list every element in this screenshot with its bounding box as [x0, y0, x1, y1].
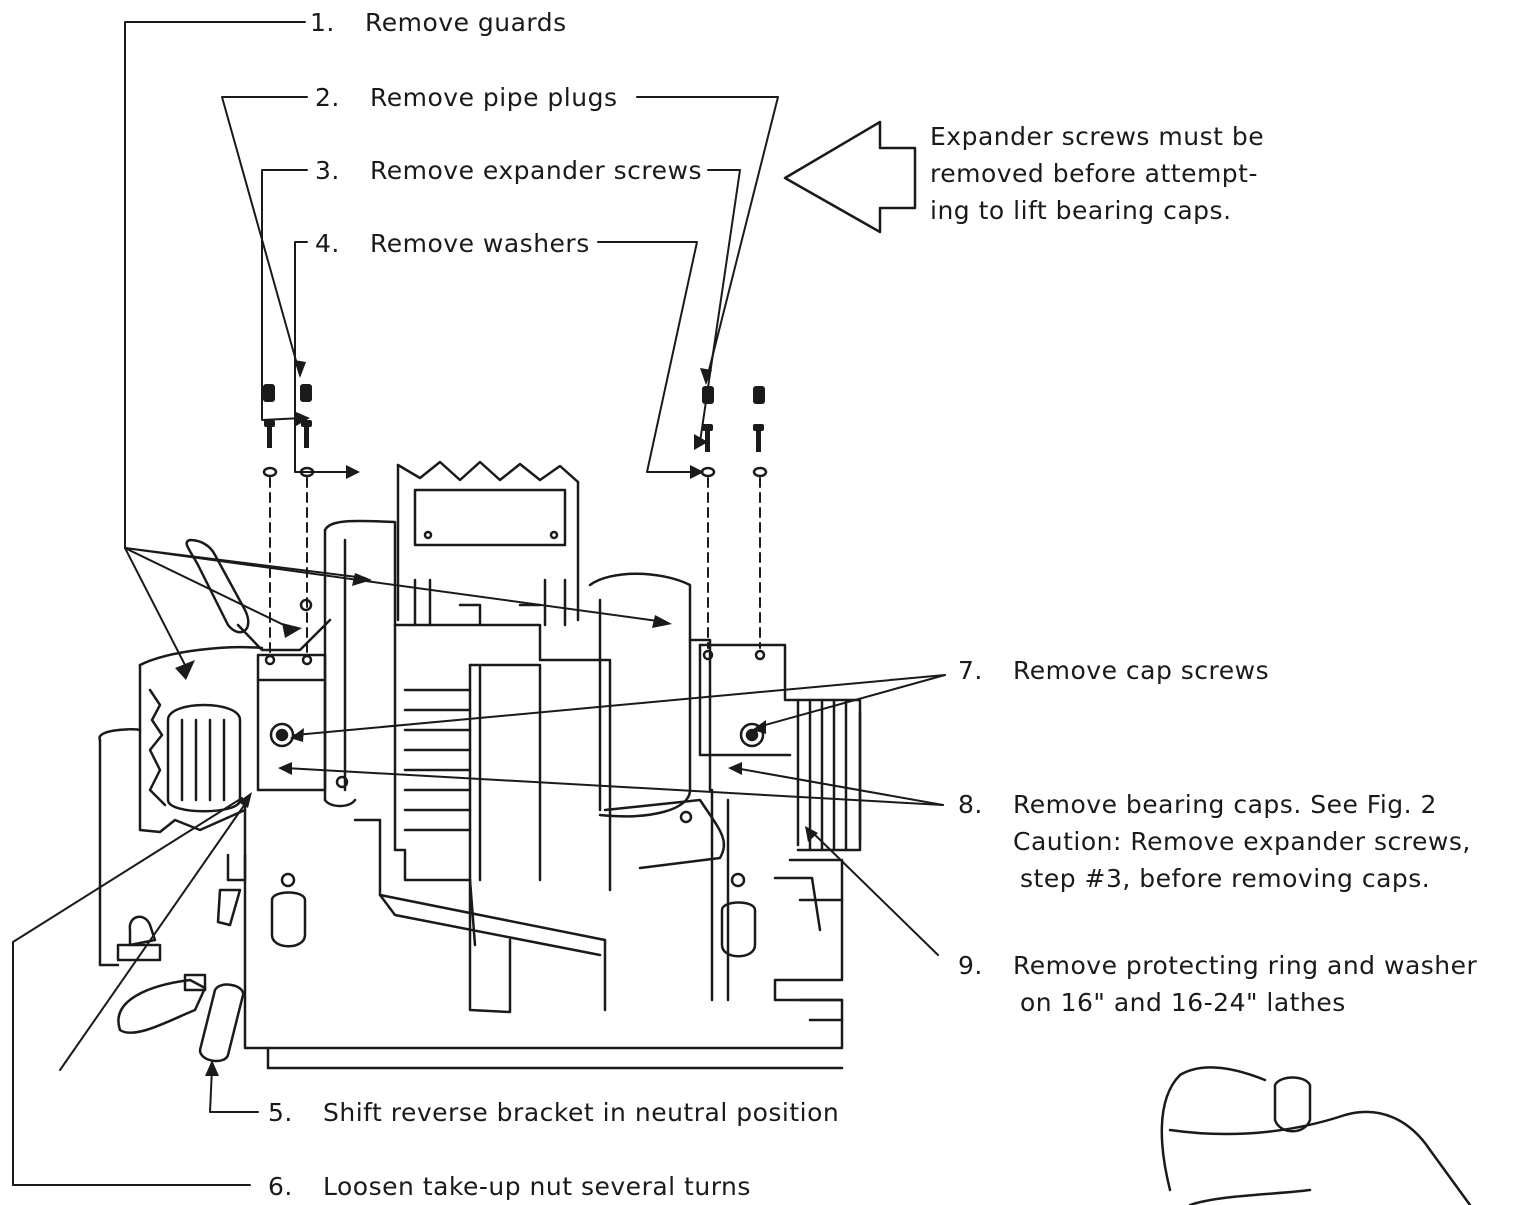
step-8-label: 8. Remove bearing caps. See Fig. 2 Cautio…	[958, 786, 1471, 897]
expander-caution-note: Expander screws must be removed before a…	[930, 118, 1264, 229]
step-text: Shift reverse bracket in neutral positio…	[323, 1098, 840, 1127]
step-2-label: 2. Remove pipe plugs	[315, 85, 617, 110]
step-number: 8.	[958, 790, 983, 819]
arrowheads	[175, 360, 818, 1076]
step-number: 9.	[958, 951, 983, 980]
note-line: Expander screws must be	[930, 122, 1265, 151]
step-text: Remove expander screws	[370, 156, 702, 185]
step-9-label: 9. Remove protecting ring and washer on 1…	[958, 947, 1477, 1021]
step-number: 7.	[958, 656, 983, 685]
step-number: 6.	[268, 1172, 293, 1201]
step-4-label: 4. Remove washers	[315, 231, 590, 256]
step-text: Remove cap screws	[1013, 656, 1270, 685]
step-text: Loosen take-up nut several turns	[323, 1172, 751, 1201]
step-number: 2.	[315, 83, 340, 112]
step-text: Remove pipe plugs	[370, 83, 618, 112]
step-text: Remove bearing caps. See Fig. 2	[1013, 790, 1437, 819]
step-number: 5.	[268, 1098, 293, 1127]
step-number: 3.	[315, 156, 340, 185]
step-text: Remove guards	[365, 8, 567, 37]
step-number: 4.	[315, 229, 340, 258]
note-line: removed before attempt-	[930, 159, 1259, 188]
step-5-label: 5. Shift reverse bracket in neutral posit…	[268, 1100, 839, 1125]
step-6-label: 6. Loosen take-up nut several turns	[268, 1174, 751, 1199]
leader-lines	[12, 21, 946, 1186]
step-text: Remove washers	[370, 229, 590, 258]
headstock	[98, 460, 862, 1070]
step-3-label: 3. Remove expander screws	[315, 158, 702, 183]
step-8-caution: Caution: Remove expander screws,	[1013, 827, 1471, 856]
step-number: 1.	[310, 8, 335, 37]
step-9-lathe-sizes: on 16" and 16-24" lathes	[1020, 988, 1346, 1017]
step-7-label: 7. Remove cap screws	[958, 658, 1269, 683]
hardware-parts	[262, 384, 768, 656]
step-8-caution-2: step #3, before removing caps.	[1020, 864, 1431, 893]
note-arrow	[783, 120, 917, 234]
step-1-label: 1. Remove guards	[310, 10, 567, 35]
note-line: ing to lift bearing caps.	[930, 196, 1232, 225]
step-text: Remove protecting ring and washer	[1013, 951, 1478, 980]
hand-drawing	[1160, 1066, 1472, 1205]
